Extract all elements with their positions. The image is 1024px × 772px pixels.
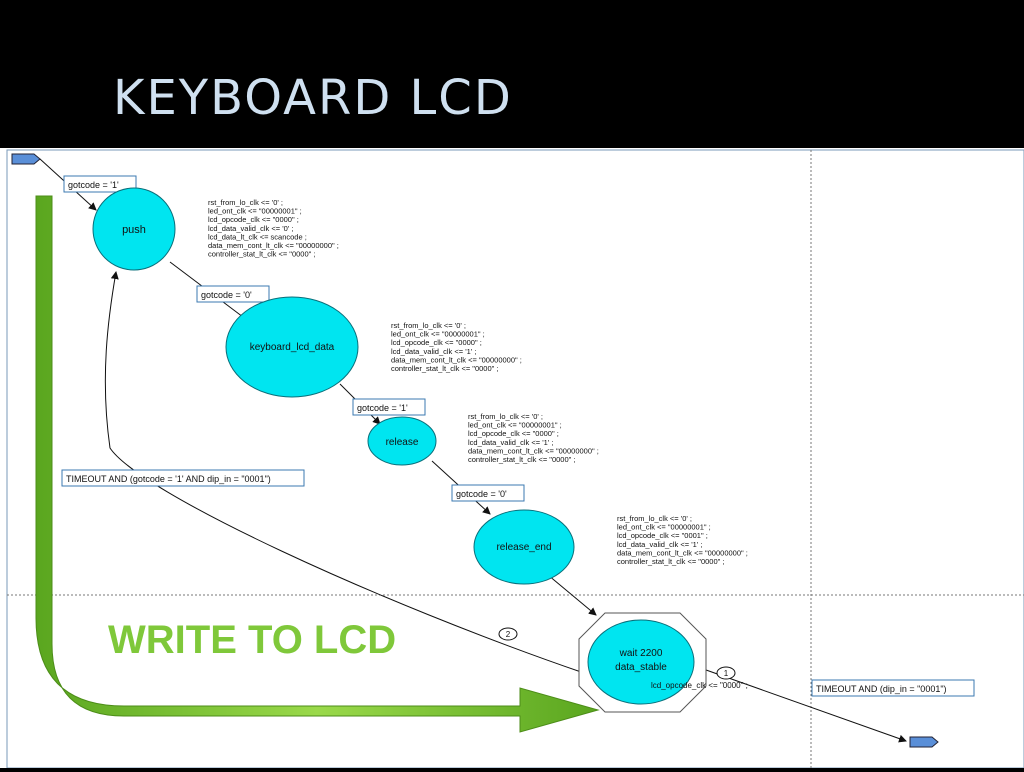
action-line: lcd_data_valid_clk <= '1' ; xyxy=(468,438,553,447)
condition-box: gotcode = '0' xyxy=(196,285,270,303)
diagram-canvas: WRITE TO LCD gotcode = '1' gotcode = '0'… xyxy=(0,148,1024,769)
svg-text:data_stable: data_stable xyxy=(615,662,667,673)
action-line: lcd_data_valid_clk <= '1' ; xyxy=(391,347,476,356)
action-line: data_mem_cont_lt_clk <= "00000000" ; xyxy=(208,241,339,250)
action-line: controller_stat_lt_clk <= "0000" ; xyxy=(208,250,315,259)
svg-text:gotcode = '1': gotcode = '1' xyxy=(68,180,119,190)
action-line: rst_from_lo_clk <= '0' ; xyxy=(391,321,466,330)
svg-text:release: release xyxy=(386,437,419,448)
action-line: led_ont_clk <= "00000001" ; xyxy=(208,207,302,216)
action-line: data_mem_cont_lt_clk <= "00000000" ; xyxy=(617,548,748,557)
action-line: controller_stat_lt_clk <= "0000" ; xyxy=(391,364,498,373)
action-line: lcd_data_valid_clk <= '1' ; xyxy=(617,540,702,549)
svg-text:gotcode = '0': gotcode = '0' xyxy=(456,489,507,499)
action-line: lcd_opcode_clk <= "0000" ; xyxy=(468,429,559,438)
svg-text:TIMEOUT AND (dip_in = "0001"): TIMEOUT AND (dip_in = "0001") xyxy=(816,684,947,694)
action-line: lcd_opcode_clk <= "0000" ; xyxy=(391,338,482,347)
action-line: led_ont_clk <= "00000001" ; xyxy=(468,421,562,430)
action-line: led_ont_clk <= "00000001" ; xyxy=(391,330,485,339)
action-line: rst_from_lo_clk <= '0' ; xyxy=(617,514,692,523)
svg-text:gotcode = '1': gotcode = '1' xyxy=(357,403,408,413)
action-list-keyboard-lcd-data: rst_from_lo_clk <= '0' ;led_ont_clk <= "… xyxy=(391,321,522,373)
action-list-release-end: rst_from_lo_clk <= '0' ;led_ont_clk <= "… xyxy=(617,514,748,566)
action-line: lcd_data_lt_clk <= scancode ; xyxy=(208,232,307,241)
action-line: lcd_opcode_clk <= "0000" ; xyxy=(208,215,299,224)
action-line: controller_stat_lt_clk <= "0000" ; xyxy=(468,455,575,464)
svg-text:push: push xyxy=(122,224,146,236)
exit-port-icon xyxy=(909,736,939,748)
condition-box: gotcode = '0' xyxy=(451,484,525,502)
svg-text:1: 1 xyxy=(724,669,729,678)
condition-box: gotcode = '1' xyxy=(352,398,426,416)
action-line: led_ont_clk <= "00000001" ; xyxy=(617,523,711,532)
action-line: lcd_opcode_clk <= "0001" ; xyxy=(617,531,708,540)
condition-box: gotcode = '1' xyxy=(63,175,137,193)
slide-title: KEYBOARD LCD xyxy=(113,70,513,126)
title-bar: KEYBOARD LCD xyxy=(0,0,1024,148)
state-keyboard-lcd-data[interactable]: keyboard_lcd_data xyxy=(225,296,359,398)
transition-releaseend-wait xyxy=(547,574,597,616)
state-release[interactable]: release xyxy=(367,416,437,466)
svg-text:2: 2 xyxy=(506,630,511,639)
svg-text:keyboard_lcd_data: keyboard_lcd_data xyxy=(250,342,335,353)
callout-text: WRITE TO LCD xyxy=(108,618,396,662)
action-line: rst_from_lo_clk <= '0' ; xyxy=(208,198,283,207)
action-line: controller_stat_lt_clk <= "0000" ; xyxy=(617,557,724,566)
svg-text:release_end: release_end xyxy=(496,542,551,553)
green-arrow xyxy=(35,195,600,733)
action-line: data_mem_cont_lt_clk <= "00000000" ; xyxy=(391,355,522,364)
action-line: data_mem_cont_lt_clk <= "00000000" ; xyxy=(468,446,599,455)
action-line: rst_from_lo_clk <= '0' ; xyxy=(468,412,543,421)
state-diagram: WRITE TO LCD gotcode = '1' gotcode = '0'… xyxy=(6,149,1024,769)
action-line: lcd_data_valid_clk <= '0' ; xyxy=(208,224,293,233)
state-wait[interactable]: wait 2200 data_stable xyxy=(578,612,707,713)
svg-text:wait 2200: wait 2200 xyxy=(619,648,663,659)
svg-text:TIMEOUT AND (gotcode = '1' AND: TIMEOUT AND (gotcode = '1' AND dip_in = … xyxy=(66,474,271,484)
priority-marker: 1 xyxy=(716,666,736,680)
condition-box-timeout-exit: TIMEOUT AND (dip_in = "0001") xyxy=(811,679,975,697)
priority-marker: 2 xyxy=(498,627,518,641)
entry-port-icon xyxy=(11,153,41,165)
condition-box-timeout-push: TIMEOUT AND (gotcode = '1' AND dip_in = … xyxy=(61,469,305,487)
state-push[interactable]: push xyxy=(92,187,176,271)
svg-text:gotcode = '0': gotcode = '0' xyxy=(201,290,252,300)
state-release-end[interactable]: release_end xyxy=(473,509,575,585)
wait-action: lcd_opcode_clk <= "0000" ; xyxy=(651,681,748,690)
action-list-release: rst_from_lo_clk <= '0' ;led_ont_clk <= "… xyxy=(468,412,599,464)
action-list-push: rst_from_lo_clk <= '0' ;led_ont_clk <= "… xyxy=(208,198,339,259)
